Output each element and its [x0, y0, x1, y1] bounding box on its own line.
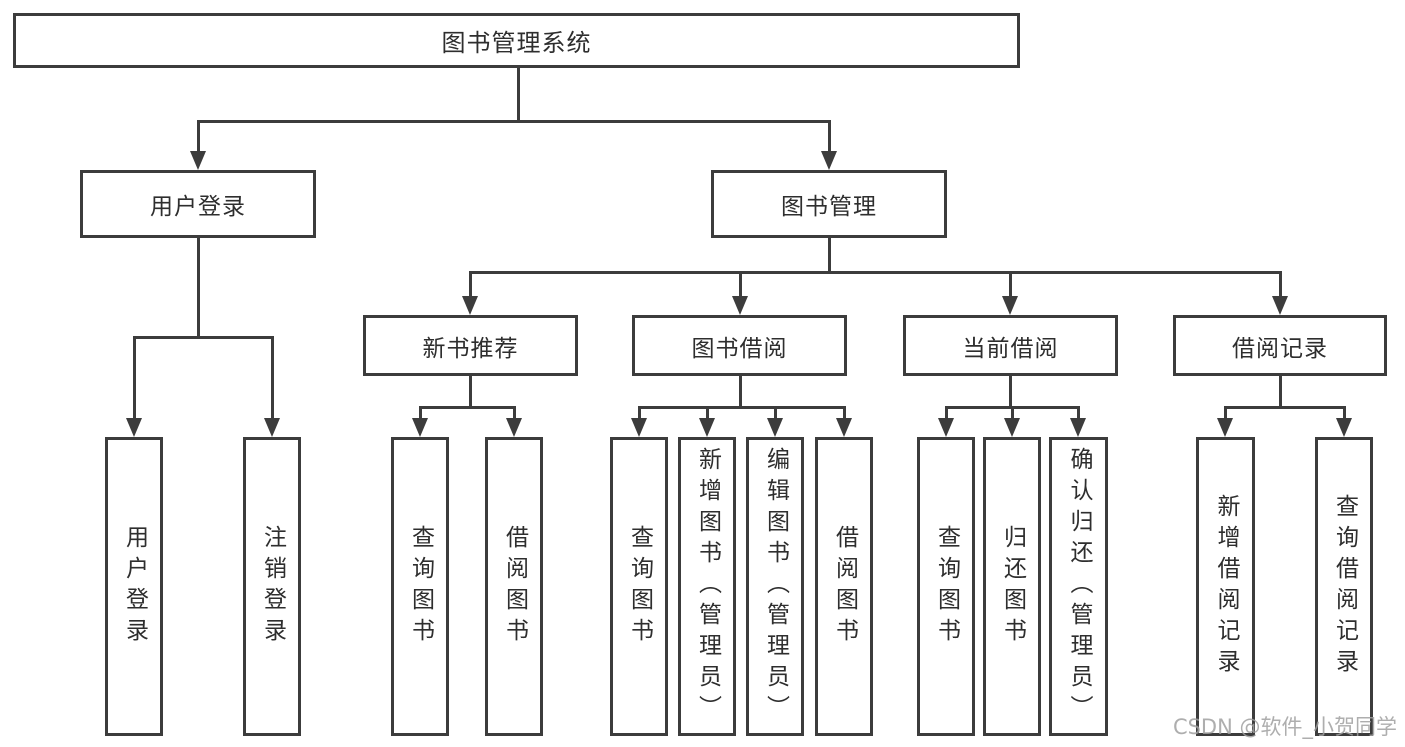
connector-drop: [270, 336, 274, 420]
connector-stem: [468, 376, 472, 406]
connector-drop: [1278, 271, 1282, 298]
connector-drop: [944, 406, 948, 420]
leaf-borrow-books-recommend: 借阅图书: [485, 437, 543, 736]
connector-drop: [1010, 406, 1014, 420]
node-book-management-label: 图书管理: [781, 194, 877, 220]
connector-drop: [1076, 406, 1080, 420]
arrow-down-icon: [126, 418, 142, 437]
connector-bar: [637, 406, 846, 409]
arrow-down-icon: [462, 296, 478, 315]
node-user-login: 用户登录: [80, 170, 316, 238]
arrow-down-icon: [412, 418, 428, 437]
arrow-down-icon: [732, 296, 748, 315]
connector-bar: [132, 336, 274, 339]
arrow-down-icon: [1336, 418, 1352, 437]
connector-stem: [516, 68, 520, 120]
connector-bar: [196, 120, 831, 123]
connector-stem: [1008, 376, 1012, 406]
node-root-label: 图书管理系统: [441, 29, 592, 57]
node-root-system: 图书管理系统: [13, 13, 1020, 68]
node-current-borrow: 当前借阅: [903, 315, 1118, 376]
connector-bar: [468, 271, 1282, 274]
connector-drop: [1342, 406, 1346, 420]
arrow-down-icon: [699, 418, 715, 437]
connector-drop: [512, 406, 516, 420]
connector-drop: [842, 406, 846, 420]
leaf-edit-book-admin: 编辑图书（管理员）: [746, 437, 804, 736]
arrow-down-icon: [1070, 418, 1086, 437]
connector-drop: [637, 406, 641, 420]
leaf-query-books-borrow: 查询图书: [610, 437, 668, 736]
leaf-return-books: 归还图书: [983, 437, 1041, 736]
leaf-query-books-recommend: 查询图书: [391, 437, 449, 736]
arrow-down-icon: [264, 418, 280, 437]
arrow-down-icon: [1004, 418, 1020, 437]
node-current-borrow-label: 当前借阅: [962, 335, 1059, 362]
arrow-down-icon: [836, 418, 852, 437]
arrow-down-icon: [1002, 296, 1018, 315]
node-user-login-label: 用户登录: [150, 194, 246, 220]
arrow-down-icon: [821, 151, 837, 170]
connector-drop: [468, 271, 472, 298]
leaf-add-borrow-record: 新增借阅记录: [1196, 437, 1255, 736]
connector-drop: [1223, 406, 1227, 420]
node-new-book-recommend-label: 新书推荐: [422, 335, 519, 362]
node-book-borrow: 图书借阅: [632, 315, 847, 376]
connector-bar: [418, 406, 516, 409]
csdn-watermark: CSDN @软件_小贺同学: [1172, 715, 1397, 739]
node-book-borrow-label: 图书借阅: [691, 335, 788, 362]
leaf-add-book-admin: 新增图书（管理员）: [678, 437, 736, 736]
connector-drop: [705, 406, 709, 420]
leaf-confirm-return-admin: 确认归还（管理员）: [1049, 437, 1108, 736]
connector-drop: [773, 406, 777, 420]
arrow-down-icon: [631, 418, 647, 437]
connector-drop: [738, 271, 742, 298]
arrow-down-icon: [1217, 418, 1233, 437]
connector-drop: [827, 120, 831, 153]
connector-drop: [196, 120, 200, 153]
node-new-book-recommend: 新书推荐: [363, 315, 578, 376]
leaf-query-books-current: 查询图书: [917, 437, 975, 736]
arrow-down-icon: [767, 418, 783, 437]
connector-drop: [1008, 271, 1012, 298]
connector-stem: [827, 238, 831, 271]
node-book-management: 图书管理: [711, 170, 947, 238]
arrow-down-icon: [190, 151, 206, 170]
connector-stem: [196, 238, 200, 336]
arrow-down-icon: [506, 418, 522, 437]
leaf-user-login: 用户登录: [105, 437, 163, 736]
connector-bar: [1223, 406, 1346, 409]
leaf-borrow-books: 借阅图书: [815, 437, 873, 736]
arrow-down-icon: [938, 418, 954, 437]
node-borrow-records: 借阅记录: [1173, 315, 1387, 376]
connector-stem: [1278, 376, 1282, 406]
node-borrow-records-label: 借阅记录: [1232, 335, 1328, 362]
leaf-logout: 注销登录: [243, 437, 301, 736]
connector-drop: [132, 336, 136, 420]
connector-stem: [738, 376, 742, 406]
leaf-query-borrow-record: 查询借阅记录: [1315, 437, 1373, 736]
connector-drop: [418, 406, 422, 420]
arrow-down-icon: [1272, 296, 1288, 315]
